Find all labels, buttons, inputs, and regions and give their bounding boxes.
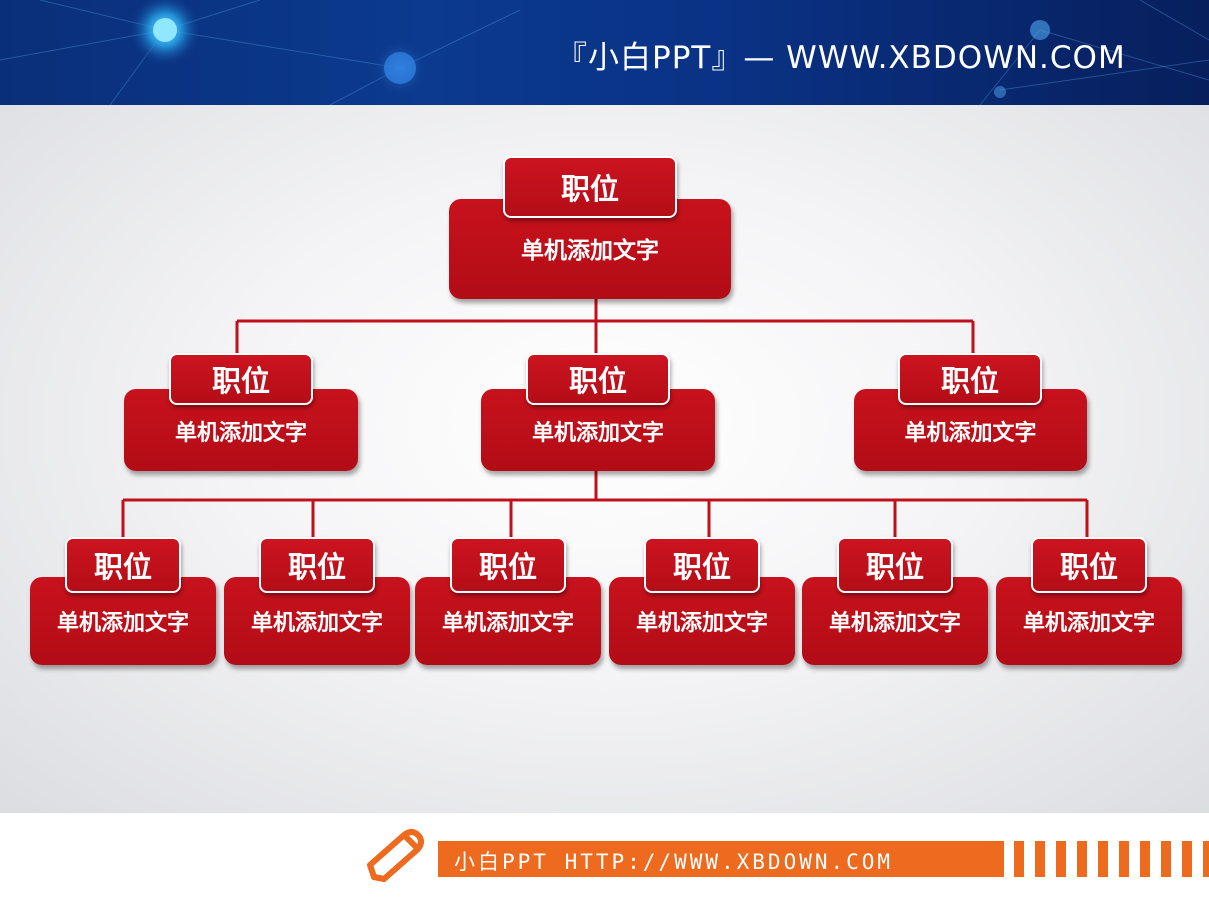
org-node-l2-2[interactable]: 单机添加文字 职位 xyxy=(224,537,410,665)
org-node-root-body: 单机添加文字 xyxy=(449,199,731,299)
header-title: 『小白PPT』— WWW.XBDOWN.COM xyxy=(556,40,1126,76)
org-node-title: 职位 xyxy=(450,537,566,593)
org-node-title: 职位 xyxy=(169,353,313,405)
org-node-l1-1[interactable]: 单机添加文字 职位 xyxy=(124,353,358,471)
org-chart-area: 单机添加文字 职位 单机添加文字 职位 单机添加文字 职位 单机添加文字 职位 … xyxy=(0,105,1209,813)
org-node-l2-4[interactable]: 单机添加文字 职位 xyxy=(609,537,795,665)
org-connectors xyxy=(121,298,1089,539)
footer-url-bar: 小白PPT HTTP://WWW.XBDOWN.COM xyxy=(438,841,1004,877)
footer-stripes-decoration xyxy=(1014,841,1209,877)
footer-url-text: 小白PPT HTTP://WWW.XBDOWN.COM xyxy=(454,850,894,874)
org-node-l2-1[interactable]: 单机添加文字 职位 xyxy=(30,537,216,665)
org-node-title: 职位 xyxy=(1031,537,1147,593)
footer: 小白PPT HTTP://WWW.XBDOWN.COM xyxy=(0,813,1209,907)
header-banner: 『小白PPT』— WWW.XBDOWN.COM xyxy=(0,0,1209,105)
org-node-title: 职位 xyxy=(259,537,375,593)
org-node-root[interactable]: 单机添加文字 职位 xyxy=(449,156,731,299)
org-node-l1-2[interactable]: 单机添加文字 职位 xyxy=(481,353,715,471)
org-node-title: 职位 xyxy=(65,537,181,593)
org-node-root-title: 职位 xyxy=(503,156,677,218)
org-node-l2-6[interactable]: 单机添加文字 职位 xyxy=(996,537,1182,665)
org-node-l2-5[interactable]: 单机添加文字 职位 xyxy=(802,537,988,665)
org-node-title: 职位 xyxy=(837,537,953,593)
network-background-graphic xyxy=(0,0,1209,105)
org-node-title: 职位 xyxy=(644,537,760,593)
org-node-l1-3[interactable]: 单机添加文字 职位 xyxy=(854,353,1087,471)
org-node-title: 职位 xyxy=(526,353,670,405)
org-node-l2-3[interactable]: 单机添加文字 职位 xyxy=(415,537,601,665)
org-node-title: 职位 xyxy=(898,353,1042,405)
pencil-icon xyxy=(367,829,424,882)
org-node-body: 单机添加文字 xyxy=(854,389,1087,471)
